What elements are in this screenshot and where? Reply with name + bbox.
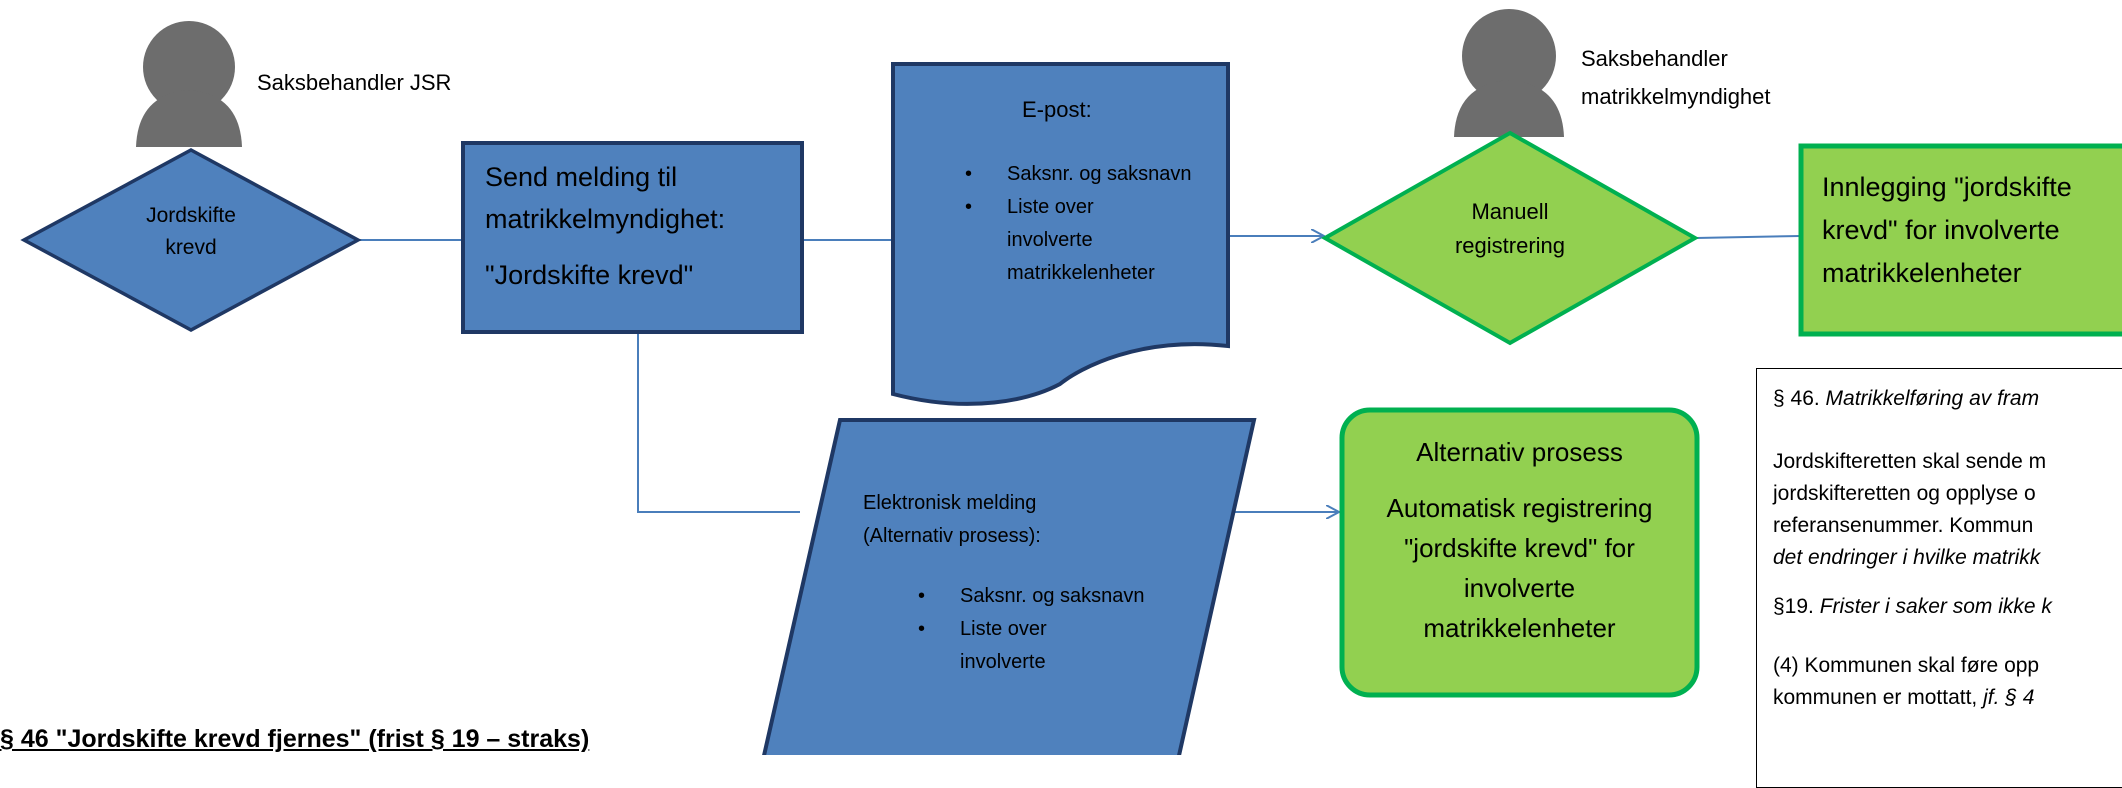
- decision-label-line: registrering: [1454, 233, 1566, 258]
- innlegging-line: Innlegging "jordskifte: [1822, 172, 2072, 202]
- bullet-continuation: involverte: [960, 651, 1046, 673]
- elektronisk-line: (Alternativ prosess):: [863, 525, 1041, 547]
- flowchart-canvas: [20, 9, 2122, 755]
- bullet-item: Liste over: [961, 191, 1192, 224]
- alt-process-line: matrikkelenheter: [1423, 613, 1616, 643]
- legal-line: referansenummer. Kommun: [1773, 514, 2034, 537]
- innlegging-line: matrikkelenheter: [1822, 258, 2022, 288]
- legal-prefix: § 46.: [1773, 387, 1826, 410]
- decision-label-line: Manuell: [1471, 199, 1549, 224]
- e-post-title: E-post:: [1022, 97, 1092, 122]
- alt-process-line: Automatisk registrering: [1386, 493, 1653, 523]
- legal-italic: jf. § 4: [1983, 686, 2035, 709]
- actor-label-jsr: Saksbehandler JSR: [257, 70, 452, 95]
- person-icon: [1454, 9, 1564, 137]
- process-send-melding: [461, 141, 804, 334]
- document-e-post: [891, 62, 1230, 406]
- legal-line: det endringer i hvilke matrikk: [1773, 542, 2040, 574]
- bullet-item: Saksnr. og saksnavn: [961, 158, 1192, 191]
- decision-jordskifte-krevd: [20, 148, 362, 332]
- legal-text-box: § 46. Matrikkelføring av fram Jordskifte…: [1756, 368, 2122, 788]
- legal-text: kommunen er mottatt,: [1773, 686, 1984, 709]
- send-melding-line: matrikkelmyndighet:: [485, 204, 726, 234]
- actor-label-line: matrikkelmyndighet: [1581, 84, 1771, 109]
- connector-manual-to-entry: [1695, 235, 1801, 239]
- legal-italic: Frister i saker som ikke k: [1819, 595, 2052, 618]
- actor-label-line: Saksbehandler: [1581, 46, 1728, 71]
- person-icon: [136, 21, 242, 147]
- elektronisk-melding-label: Elektronisk melding (Alternativ prosess)…: [863, 487, 1041, 553]
- section-heading: § 46 "Jordskifte krevd fjernes" (frist §…: [0, 725, 590, 753]
- legal-line: kommunen er mottatt, jf. § 4: [1773, 682, 2034, 714]
- decision-label-line: krevd: [165, 236, 217, 259]
- innlegging-line: krevd" for involverte: [1822, 215, 2060, 245]
- legal-line: jordskifteretten og opplyse o: [1773, 482, 2036, 505]
- e-post-bullets: Saksnr. og saksnavn Liste over involvert…: [961, 158, 1192, 290]
- actor-label-matrikkel: Saksbehandler matrikkelmyndighet: [1581, 40, 1771, 116]
- decision-manuell-registrering: [1320, 130, 1700, 346]
- legal-line: (4) Kommunen skal føre opp: [1773, 654, 2040, 677]
- process-innlegging: [1798, 143, 2122, 337]
- legal-line: Jordskifteretten skal sende m: [1773, 450, 2047, 473]
- connectors: [360, 235, 1801, 513]
- decision-jordskifte-label: Jordskifte krevd: [111, 200, 271, 264]
- alt-process-automatisk-registrering: [1339, 407, 1700, 698]
- manuell-registrering-label: Manuell registrering: [1410, 195, 1610, 263]
- connector-send-to-electronic: [637, 302, 800, 513]
- send-melding-label: Send melding til matrikkelmyndighet: "Jo…: [485, 156, 725, 296]
- legal-prefix: §19.: [1773, 595, 1820, 618]
- decision-label-line: Jordskifte: [146, 204, 236, 227]
- alt-process-line: "jordskifte krevd" for: [1404, 533, 1635, 563]
- legal-italic: det endringer i hvilke matrikk: [1773, 546, 2041, 569]
- bullet-item: Liste over: [914, 613, 1145, 646]
- alt-process-line: involverte: [1463, 573, 1576, 603]
- legal-italic: Matrikkelføring av fram: [1825, 387, 2040, 410]
- legal-paragraph: § 46. Matrikkelføring av fram: [1773, 383, 2039, 415]
- alt-process-label: Alternativ prosess Automatisk registreri…: [1342, 432, 1697, 648]
- alt-process-title: Alternativ prosess: [1416, 437, 1623, 467]
- send-melding-line: "Jordskifte krevd": [485, 260, 694, 290]
- elektronisk-line: Elektronisk melding: [863, 492, 1037, 514]
- legal-paragraph: §19. Frister i saker som ikke k: [1773, 591, 2052, 623]
- bullet-continuation: involverte: [1007, 229, 1093, 251]
- send-melding-line: Send melding til: [485, 162, 678, 192]
- bullet-continuation: matrikkelenheter: [1007, 262, 1155, 284]
- innlegging-label: Innlegging "jordskifte krevd" for involv…: [1822, 166, 2072, 295]
- elektronisk-bullets: Saksnr. og saksnavn Liste over involvert…: [914, 580, 1145, 679]
- bullet-item: Saksnr. og saksnavn: [914, 580, 1145, 613]
